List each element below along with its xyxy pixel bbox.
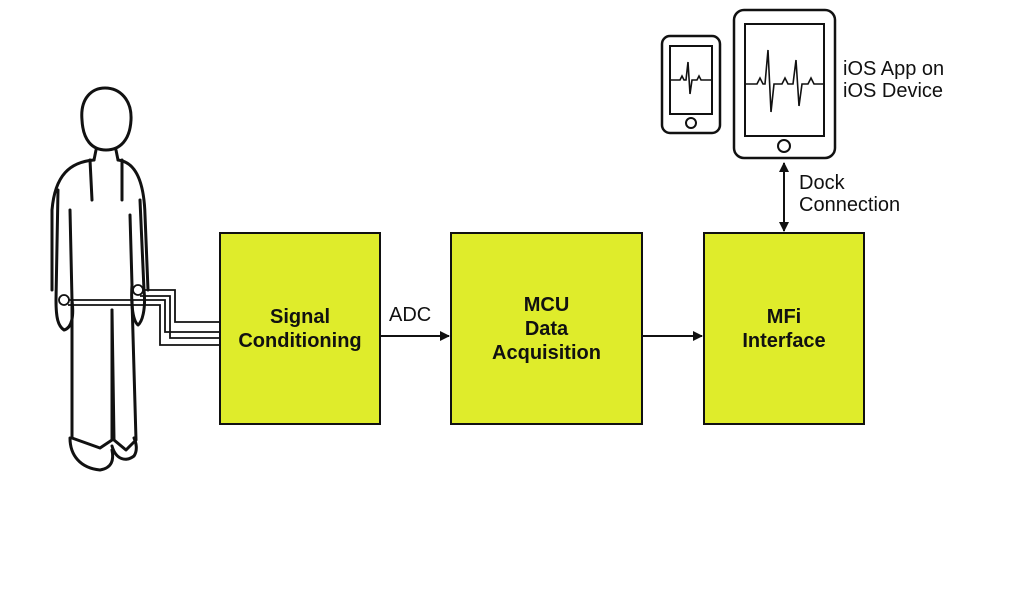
ecg-waveform-icon: [671, 61, 711, 95]
mfi-interface-label: MFi Interface: [742, 305, 826, 352]
tablet-icon: [732, 8, 837, 160]
electrode-wires: [58, 284, 220, 346]
signal-conditioning-block: Signal Conditioning: [219, 232, 381, 425]
dock-connection-label: Dock Connection: [799, 172, 901, 216]
ios-device-label: iOS App on iOS Device: [843, 58, 945, 102]
mfi-interface-block: MFi Interface: [703, 232, 865, 425]
adc-label: ADC: [389, 304, 432, 326]
mcu-data-acquisition-label: MCU Data Acquisition: [492, 293, 601, 364]
smartphone-icon: [660, 34, 722, 135]
signal-conditioning-label: Signal Conditioning: [238, 305, 362, 352]
mcu-data-acquisition-block: MCU Data Acquisition: [450, 232, 643, 425]
ecg-waveform-icon: [746, 49, 823, 113]
person-figure-icon: [50, 86, 150, 472]
